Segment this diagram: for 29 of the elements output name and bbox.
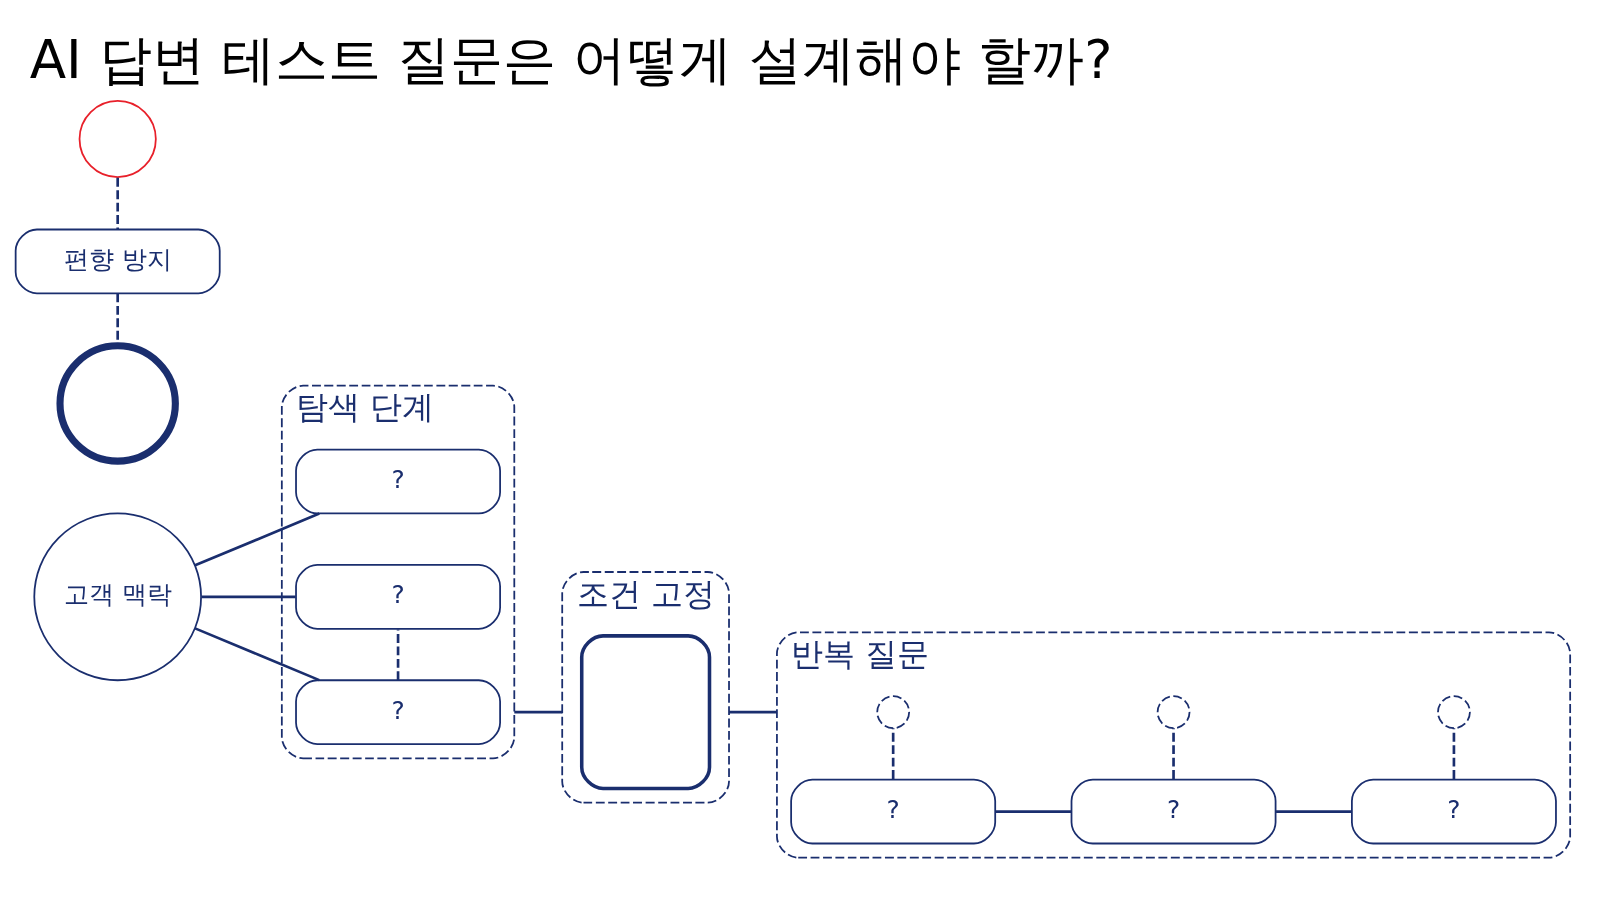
connector [194, 512, 320, 567]
node-circle [78, 99, 157, 179]
diagram-title: AI 답변 테스트 질문은 어떻게 설계해야 할까? [29, 28, 1113, 91]
connector [995, 810, 1072, 813]
node-circle: 고객 맥락 [33, 512, 202, 682]
connector [116, 293, 119, 346]
node-box: ? [790, 778, 997, 845]
connector [116, 177, 119, 230]
node-box [579, 634, 712, 791]
cluster: 조건 고정 [561, 571, 730, 804]
node-circle [56, 342, 179, 465]
connector [201, 595, 296, 599]
node-box: ? [295, 448, 501, 515]
node-box: 편향 방지 [14, 228, 221, 295]
node-box: ? [1351, 778, 1557, 845]
connector [1452, 728, 1456, 779]
connector [396, 629, 400, 681]
connector [729, 710, 777, 714]
connector [514, 710, 563, 714]
connector [1172, 728, 1175, 779]
node-circle [876, 695, 911, 730]
node-box: ? [295, 679, 501, 745]
node-circle [1437, 695, 1471, 730]
node-box: ? [1070, 778, 1277, 845]
node-circle [1156, 695, 1191, 730]
connector [194, 627, 320, 682]
node-box: ? [295, 564, 501, 630]
connector [1276, 810, 1352, 813]
connector [891, 728, 895, 779]
